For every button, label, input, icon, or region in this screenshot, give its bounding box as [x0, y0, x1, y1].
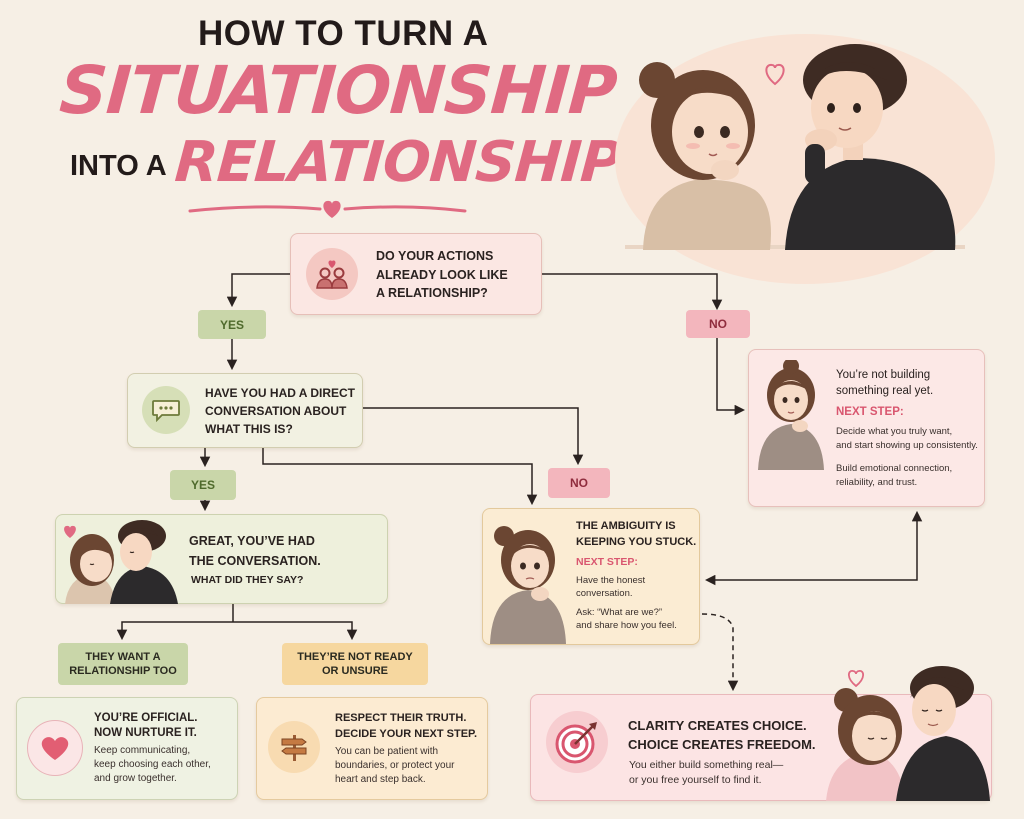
- clarity-body: You either build something real— or you …: [629, 759, 784, 786]
- official-body: Keep communicating, keep choosing each o…: [94, 745, 211, 784]
- great-text: GREAT, YOU’VE HAD THE CONVERSATION.: [189, 534, 321, 568]
- embracing-couple-illustration: [826, 666, 990, 801]
- not-building-text: You’re not building something real yet.: [836, 369, 934, 397]
- next-step-label-2: NEXT STEP:: [576, 556, 638, 568]
- couple-icon: [306, 248, 358, 300]
- official-title: YOU’RE OFFICIAL. NOW NURTURE IT.: [94, 712, 198, 739]
- no-label-1: NO: [686, 310, 750, 338]
- not-building-step-2: Build emotional connection, reliability,…: [836, 463, 953, 488]
- no-label-2: NO: [548, 468, 610, 498]
- title-into: INTO A: [70, 150, 167, 182]
- clarity-title: CLARITY CREATES CHOICE. CHOICE CREATES F…: [628, 718, 816, 752]
- ambiguity-step-2: Ask: “What are we?” and share how you fe…: [576, 607, 677, 631]
- question-text-conversation: HAVE YOU HAD A DIRECT CONVERSATION ABOUT…: [205, 386, 356, 436]
- response-want-relationship: THEY WANT A RELATIONSHIP TOO: [58, 643, 188, 685]
- next-step-label-1: NEXT STEP:: [836, 406, 904, 418]
- yes-label-2: YES: [170, 470, 236, 500]
- hero-couple-illustration: [625, 44, 965, 250]
- question-text-actions: DO YOUR ACTIONS ALREADY LOOK LIKE A RELA…: [376, 249, 508, 300]
- title-line-1: HOW TO TURN A: [198, 14, 489, 53]
- respect-title: RESPECT THEIR TRUTH. DECIDE YOUR NEXT ST…: [335, 712, 478, 740]
- not-building-step-1: Decide what you truly want, and start sh…: [836, 426, 978, 451]
- signpost-icon: [268, 721, 320, 773]
- response-not-ready: THEY’RE NOT READY OR UNSURE: [282, 643, 428, 685]
- yes-label-1: YES: [198, 310, 266, 339]
- heart-icon: [27, 720, 83, 776]
- great-question: WHAT DID THEY SAY?: [191, 574, 304, 586]
- respect-body: You can be patient with boundaries, or p…: [335, 746, 455, 785]
- chat-bubble-icon: [142, 386, 190, 434]
- stuck-girl-illustration: [490, 526, 566, 644]
- ambiguity-text: THE AMBIGUITY IS KEEPING YOU STUCK.: [576, 520, 697, 548]
- target-icon: [546, 711, 608, 773]
- ambiguity-step-1: Have the honest conversation.: [576, 575, 646, 599]
- thinking-girl-illustration: [758, 360, 824, 470]
- title-underline-heart: [188, 200, 467, 218]
- kissing-couple-illustration: [64, 520, 178, 604]
